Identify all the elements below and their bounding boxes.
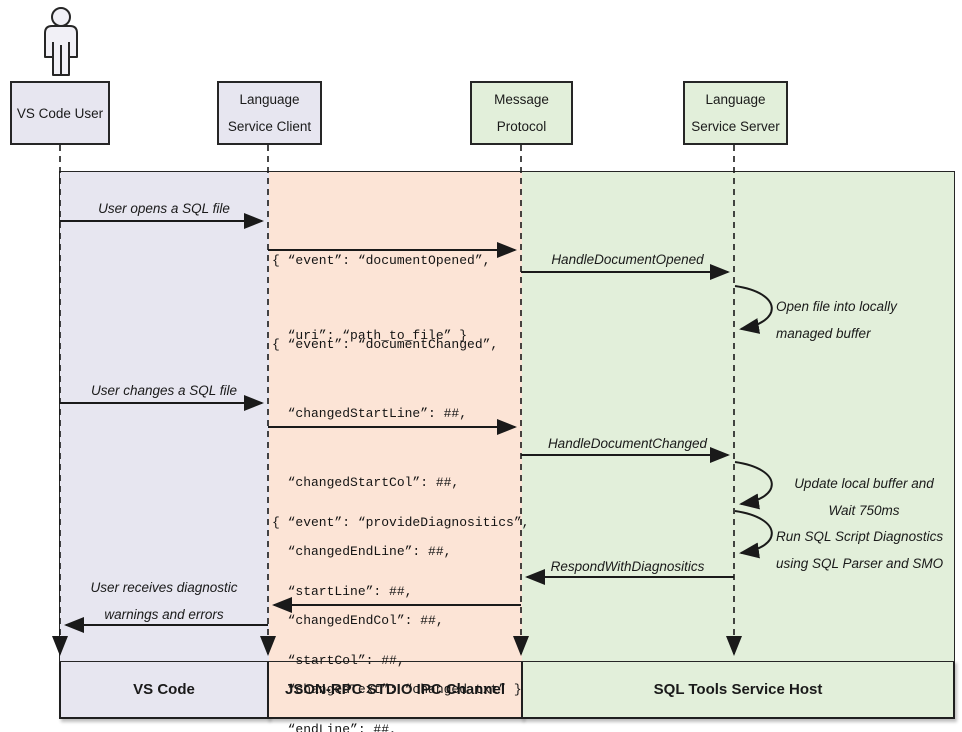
label-update-buffer: Update local buffer and Wait 750ms xyxy=(794,476,934,518)
payload-document-opened: { “event”: “documentOpened”, “uri”: “pat… xyxy=(272,253,491,343)
actor-label: Language xyxy=(705,92,766,107)
lane-ipc-channel xyxy=(269,172,522,661)
footer-label: VS Code xyxy=(133,681,195,698)
actor-box-language-service-server: Language Service Server xyxy=(683,81,788,145)
label-user-receives: User receives diagnostic warnings and er… xyxy=(90,580,238,622)
actor-label: Protocol xyxy=(496,119,547,134)
payload-provide-diagnostics: { “event”: “provideDiagnositics”, “start… xyxy=(272,515,530,732)
footer-box-service-host: SQL Tools Service Host xyxy=(521,660,955,719)
label-handle-document-opened: HandleDocumentOpened xyxy=(551,252,704,267)
label-open-file: Open file into locally managed buffer xyxy=(776,299,897,341)
label-run-diagnostics: Run SQL Script Diagnostics using SQL Par… xyxy=(776,529,944,571)
actor-box-message-protocol: Message Protocol xyxy=(470,81,573,145)
actor-box-vs-code-user: VS Code User xyxy=(10,81,110,145)
payload-document-changed: { “event”: “documentChanged”, “changedSt… xyxy=(272,337,522,697)
footer-label: JSON-RPC STDIO IPC Channel xyxy=(284,681,506,698)
label-user-opens: User opens a SQL file xyxy=(98,201,230,216)
actor-label: VS Code User xyxy=(16,105,104,121)
actor-box-language-service-client: Language Service Client xyxy=(217,81,322,145)
person-icon xyxy=(44,7,78,76)
label-user-changes: User changes a SQL file xyxy=(90,383,238,398)
actor-label: Message xyxy=(494,92,549,107)
actor-label: Service Server xyxy=(691,119,780,134)
footer-box-vs-code: VS Code xyxy=(59,660,269,719)
footer-label: SQL Tools Service Host xyxy=(653,681,823,698)
actor-label: Language xyxy=(239,92,300,107)
label-respond-with-diagnostics: RespondWithDiagnositics xyxy=(550,559,705,574)
swimlane-region xyxy=(59,171,955,662)
lane-vs-code xyxy=(60,172,269,661)
actor-label: Service Client xyxy=(227,119,312,134)
lane-service-host xyxy=(522,172,954,661)
label-handle-document-changed: HandleDocumentChanged xyxy=(547,436,708,451)
